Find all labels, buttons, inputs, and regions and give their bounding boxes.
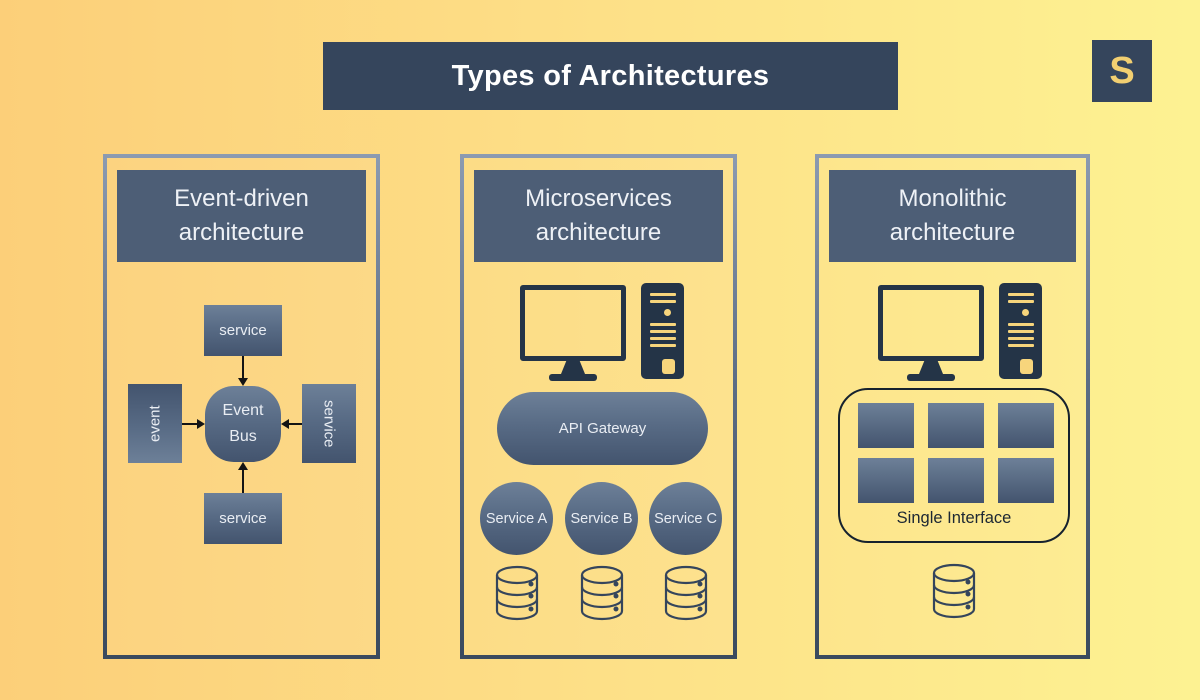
module-block	[858, 458, 914, 503]
service-node-right-label: service	[320, 399, 338, 448]
tower-vent-line	[649, 300, 676, 303]
monitor-stand	[561, 361, 585, 374]
logo-letter: S	[1109, 49, 1135, 92]
event-node-left: event	[128, 384, 182, 463]
panel-event-driven-body: Event-driven architecture service event …	[107, 158, 376, 655]
arrow-line	[182, 423, 199, 425]
tower-vent-line	[649, 344, 676, 347]
service-b-label: Service B	[570, 510, 633, 527]
single-interface-container: Single Interface	[838, 388, 1070, 543]
tower-power-dot	[1022, 309, 1029, 316]
tower-vent-line	[1007, 293, 1034, 296]
module-block	[998, 458, 1054, 503]
event-node-left-label: event	[146, 405, 164, 442]
service-node-bottom: service	[204, 493, 282, 544]
tower-vent-line	[1007, 337, 1034, 340]
arrow-up-icon	[233, 462, 253, 493]
api-gateway-label: API Gateway	[558, 420, 647, 437]
panel-event-driven-header: Event-driven architecture	[117, 170, 366, 262]
module-block	[858, 403, 914, 448]
module-block	[928, 458, 984, 503]
tower-vent-line	[1007, 330, 1034, 333]
computer-icon	[520, 283, 684, 381]
tower-drive-slot	[662, 359, 675, 374]
tower-vent-line	[1007, 323, 1034, 326]
arrow-head	[238, 462, 248, 470]
panel-event-driven: Event-driven architecture service event …	[103, 154, 380, 659]
monitor-base	[907, 374, 955, 381]
panel-microservices-header: Microservices architecture	[474, 170, 723, 262]
panel-microservices-body: Microservices architecture	[464, 158, 733, 655]
arrow-head	[238, 378, 248, 386]
service-a-node: Service A	[480, 482, 553, 555]
panel-microservices: Microservices architecture	[460, 154, 737, 659]
tower-vent-line	[1007, 344, 1034, 347]
arrow-line	[242, 468, 244, 493]
database-icon	[578, 565, 626, 626]
panel-monolithic-title: Monolithic architecture	[889, 185, 1016, 246]
single-interface-label: Single Interface	[896, 509, 1012, 527]
tower-vent-line	[649, 330, 676, 333]
computer-icon	[878, 283, 1042, 381]
event-bus-node: Event Bus	[205, 386, 281, 462]
service-node-top-label: service	[219, 322, 267, 339]
tower-icon	[641, 283, 684, 379]
panel-monolithic: Monolithic architecture	[815, 154, 1090, 659]
monitor-screen	[520, 285, 626, 361]
tower-drive-slot	[1020, 359, 1033, 374]
tower-vent-line	[649, 293, 676, 296]
module-grid	[858, 403, 1054, 503]
arrow-line	[287, 423, 302, 425]
arrow-head	[197, 419, 205, 429]
arrow-down-icon	[233, 356, 253, 386]
service-c-label: Service C	[654, 510, 717, 527]
monitor-icon	[878, 285, 984, 381]
tower-vent-line	[1007, 300, 1034, 303]
page-title: Types of Architectures	[451, 59, 770, 92]
monitor-base	[549, 374, 597, 381]
module-block	[998, 403, 1054, 448]
monitor-screen	[878, 285, 984, 361]
brand-logo: S	[1092, 40, 1152, 102]
title-bar: Types of Architectures	[323, 42, 898, 110]
database-icon	[662, 565, 710, 626]
arrow-line	[242, 356, 244, 380]
tower-vent-line	[649, 323, 676, 326]
panel-monolithic-body: Monolithic architecture	[819, 158, 1086, 655]
panel-event-driven-title: Event-driven architecture	[174, 185, 309, 246]
tower-vent-line	[649, 337, 676, 340]
panel-microservices-title: Microservices architecture	[525, 185, 672, 246]
service-node-right: service	[302, 384, 356, 463]
service-node-bottom-label: service	[219, 510, 267, 527]
event-bus-label: Event Bus	[222, 402, 264, 445]
api-gateway-node: API Gateway	[497, 392, 708, 465]
module-block	[928, 403, 984, 448]
database-icon	[493, 565, 541, 626]
monitor-stand	[919, 361, 943, 374]
tower-icon	[999, 283, 1042, 379]
service-b-node: Service B	[565, 482, 638, 555]
service-a-label: Service A	[485, 510, 548, 527]
service-c-node: Service C	[649, 482, 722, 555]
database-icon	[930, 563, 978, 624]
panel-monolithic-header: Monolithic architecture	[829, 170, 1076, 262]
service-node-top: service	[204, 305, 282, 356]
tower-power-dot	[664, 309, 671, 316]
monitor-icon	[520, 285, 626, 381]
arrow-head	[281, 419, 289, 429]
arrow-left-icon	[281, 414, 302, 434]
arrow-right-icon	[182, 414, 205, 434]
